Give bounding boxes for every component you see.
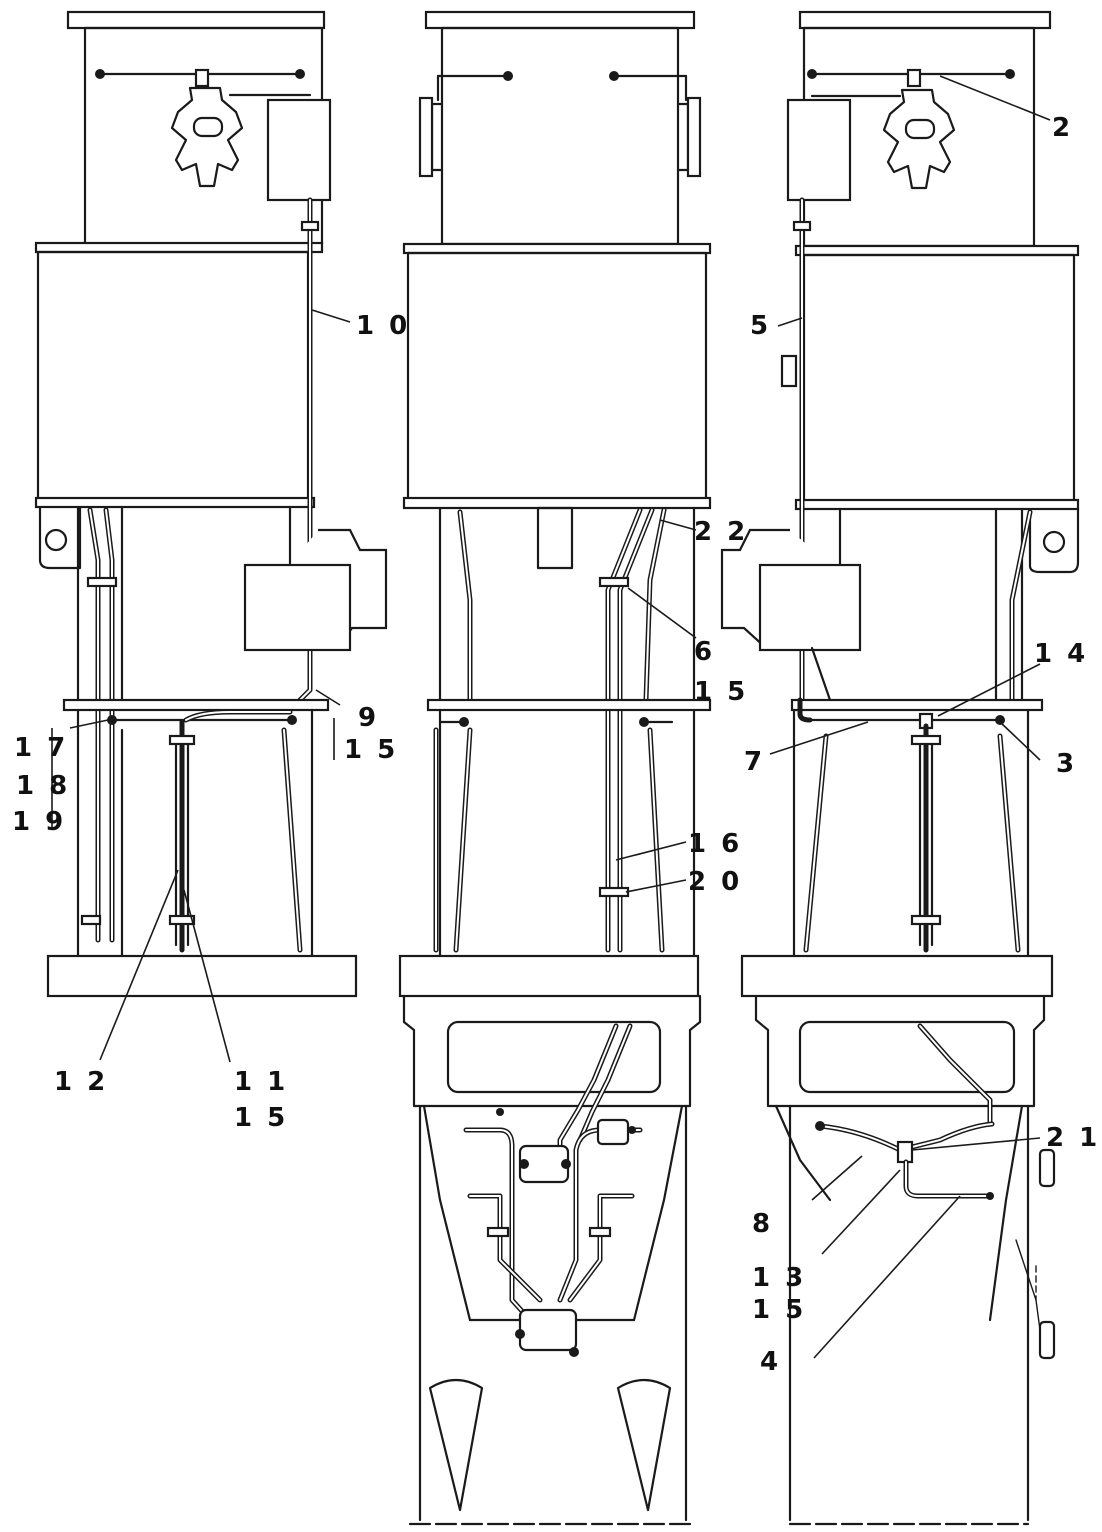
mid-deck	[790, 698, 1044, 712]
top-cap	[798, 10, 1052, 30]
label-3: 3	[1056, 749, 1077, 779]
label-14: 1 4	[1034, 639, 1088, 669]
top-cap	[424, 10, 696, 30]
label-15-b: 1 5	[234, 1103, 288, 1133]
label-10: 1 0	[356, 311, 410, 341]
label-4: 4	[760, 1347, 781, 1377]
main-tank	[802, 253, 1076, 503]
label-5: 5	[750, 311, 771, 341]
valve-manifold	[463, 1108, 643, 1357]
hook-slot	[192, 116, 224, 138]
label-2: 2	[1052, 113, 1073, 143]
lifting-hook	[882, 88, 956, 190]
label-15-d: 1 5	[752, 1295, 806, 1325]
junction-box	[266, 98, 332, 202]
label-15-a: 1 5	[344, 735, 398, 765]
front-view: 2 2 6 1 5 1 6 2 0	[398, 10, 748, 1526]
left-foot	[428, 1378, 484, 1512]
duct-box	[243, 563, 352, 652]
base-plate	[46, 954, 358, 998]
mid-deck	[426, 698, 712, 712]
upper-flange	[794, 244, 1080, 257]
left-view: 1 0 9 1 5 1 7 1 8 1 9 1 2 1 1 1 5	[12, 10, 410, 1133]
duct-box	[758, 563, 862, 652]
label-21: 2 1	[1046, 1123, 1100, 1153]
main-tank	[406, 251, 708, 501]
label-17: 1 7	[14, 733, 68, 763]
lower-flange	[34, 496, 316, 509]
junction-box	[786, 98, 852, 202]
frame-window	[798, 1020, 1016, 1094]
label-8: 8	[752, 1209, 773, 1239]
upper-cabinet	[440, 26, 680, 246]
lower-flange	[794, 498, 1080, 511]
label-18: 1 8	[16, 771, 70, 801]
mid-deck	[62, 698, 330, 712]
label-22: 2 2	[694, 517, 748, 547]
upper-flange	[34, 241, 324, 254]
label-15-c: 1 5	[694, 677, 748, 707]
label-13: 1 3	[752, 1263, 806, 1293]
label-6: 6	[694, 637, 715, 667]
top-cap	[66, 10, 326, 30]
right-view: 2 5 1 4 7 3 2 1 8 1 3 1 5 4	[720, 10, 1100, 1526]
right-foot	[616, 1378, 672, 1512]
lifting-hook	[170, 86, 244, 188]
lifting-lug	[38, 506, 82, 570]
label-7: 7	[744, 747, 765, 777]
lower-flange	[402, 496, 712, 510]
top-handle	[95, 68, 312, 97]
base-plate	[398, 954, 700, 998]
main-tank	[36, 250, 310, 502]
frame-window	[446, 1020, 662, 1094]
label-12: 1 2	[54, 1067, 108, 1097]
center-block	[536, 506, 574, 570]
label-9: 9	[358, 703, 379, 733]
label-16: 1 6	[688, 829, 742, 859]
label-11: 1 1	[234, 1067, 288, 1097]
lifting-lug	[1028, 507, 1080, 574]
hook-slot	[904, 118, 936, 140]
label-19: 1 9	[12, 807, 66, 837]
label-20: 2 0	[688, 867, 742, 897]
base-plate	[740, 954, 1054, 998]
upper-flange	[402, 242, 712, 255]
